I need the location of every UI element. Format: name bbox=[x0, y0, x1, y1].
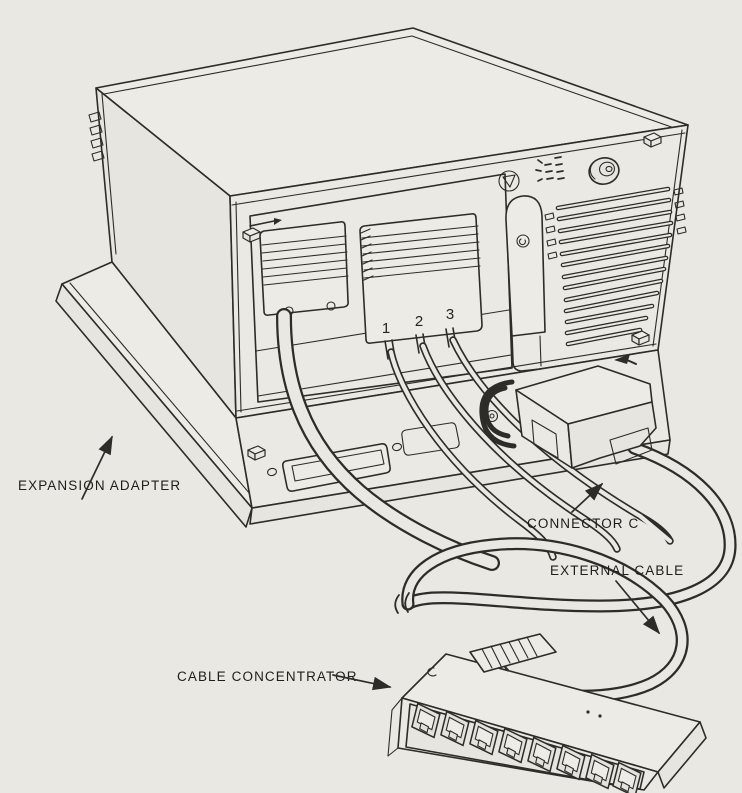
keylock bbox=[588, 157, 620, 185]
connector-block-right: 1 2 3 bbox=[359, 213, 483, 344]
alignment-arrow-icon bbox=[614, 354, 637, 365]
callout-expansion-adapter: EXPANSION ADAPTER bbox=[18, 435, 181, 500]
label-external-cable: EXTERNAL CABLE bbox=[550, 563, 684, 578]
port-number-3: 3 bbox=[446, 306, 454, 323]
callout-arrow bbox=[81, 435, 113, 500]
callout-arrow bbox=[615, 580, 661, 635]
base-left-edge bbox=[55, 283, 253, 528]
latch-bracket bbox=[485, 195, 546, 423]
port-number-2: 2 bbox=[415, 313, 423, 330]
key-icon bbox=[535, 156, 565, 182]
cable-tie bbox=[394, 592, 410, 614]
callout-arrow bbox=[571, 482, 604, 513]
callout-cable-concentrator: CABLE CONCENTRATOR bbox=[177, 669, 392, 691]
panel-recess bbox=[249, 173, 513, 403]
callout-external-cable: EXTERNAL CABLE bbox=[550, 563, 684, 635]
callout-arrow bbox=[332, 674, 392, 691]
vent-slots bbox=[555, 186, 674, 347]
callout-connector-c: CONNECTOR C bbox=[527, 482, 639, 531]
dsub-opening bbox=[401, 422, 460, 456]
small-vent-holes bbox=[544, 187, 687, 260]
callouts: EXPANSION ADAPTER CONNECTOR C EXTERNAL C… bbox=[18, 435, 684, 691]
connector-c bbox=[479, 365, 657, 469]
label-cable-concentrator: CABLE CONCENTRATOR bbox=[177, 669, 358, 684]
left-edge-ridges bbox=[88, 111, 105, 162]
port-number-1: 1 bbox=[382, 320, 390, 337]
strain-relief bbox=[469, 633, 557, 673]
label-connector-c: CONNECTOR C bbox=[527, 516, 639, 531]
panel-details bbox=[242, 132, 687, 423]
warning-triangle-icon bbox=[498, 170, 520, 192]
cable-concentrator bbox=[387, 633, 707, 793]
connector-block-left bbox=[259, 221, 349, 316]
label-expansion-adapter: EXPANSION ADAPTER bbox=[18, 478, 181, 493]
concentrator-right-face bbox=[657, 721, 707, 789]
